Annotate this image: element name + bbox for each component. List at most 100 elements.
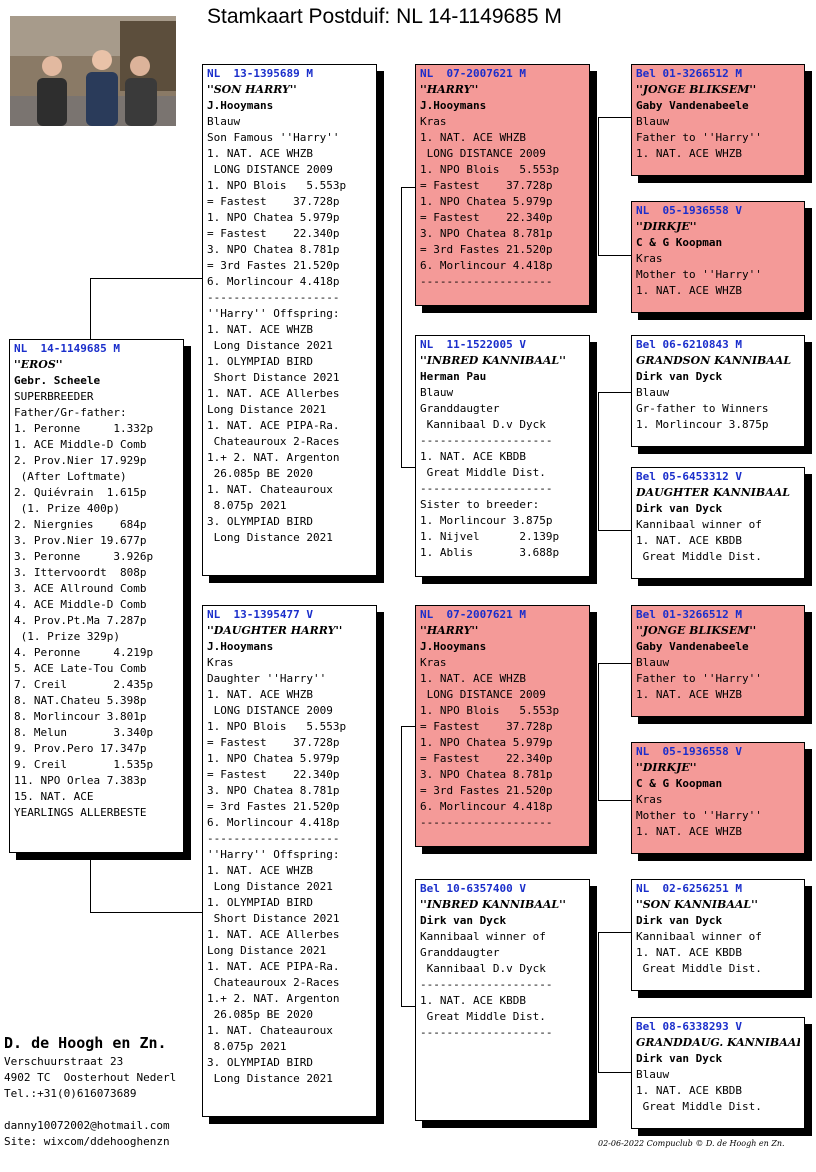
connector (401, 467, 418, 468)
pedigree-line: Chateauroux 2-Races (207, 435, 340, 448)
pedigree-line: 26.085p BE 2020 (207, 1008, 313, 1021)
ring-number: NL 05-1936558 V (636, 204, 742, 217)
pedigree-line: 1.+ 2. NAT. Argenton (207, 451, 340, 464)
pedigree-line: Short Distance 2021 (207, 912, 340, 925)
connector (90, 278, 204, 279)
connector (598, 800, 633, 801)
ring-number: NL 07-2007621 M (420, 608, 526, 621)
breeder-name: C & G Koopman (636, 236, 723, 249)
ring-number: Bel 06-6210843 M (636, 338, 742, 351)
pigeon-name: ''HARRY'' (420, 624, 479, 637)
pedigree-line: -------------------- (207, 832, 340, 845)
pedigree-line: 1. NAT. ACE WHZB (420, 131, 526, 144)
pedigree-line: 8. Melun 3.340p (14, 726, 154, 739)
connector (401, 726, 402, 1006)
pedigree-line: 1. NAT. ACE WHZB (636, 284, 742, 297)
pedigree-line: Kannibaal D.v Dyck (420, 418, 546, 431)
pedigree-line: LONG DISTANCE 2009 (207, 163, 333, 176)
connector (598, 663, 633, 664)
pedigree-line: ''Harry'' Offspring: (207, 848, 340, 861)
pedigree-line: (1. Prize 400p) (14, 502, 120, 515)
pigeon-name: GRANDSON KANNIBAAL (636, 354, 792, 367)
breeder-name: Dirk van Dyck (420, 914, 507, 927)
pedigree-line: -------------------- (420, 1026, 553, 1039)
pedigree-line: Short Distance 2021 (207, 371, 340, 384)
connector (598, 392, 599, 530)
pigeon-name: ''SON KANNIBAAL'' (636, 898, 758, 911)
pedigree-line: 2. Quiévrain 1.615p (14, 486, 147, 499)
loft-name: D. de Hoogh en Zn. (4, 1034, 167, 1052)
pigeon-name: ''INBRED KANNIBAAL'' (420, 354, 566, 367)
pedigree-line: Blauw (636, 386, 670, 399)
ring-number: Bel 10-6357400 V (420, 882, 526, 895)
pedigree-line: 3. OLYMPIAD BIRD (207, 515, 313, 528)
pedigree-line: 1. Morlincour 3.875p (636, 418, 769, 431)
pedigree-line: = Fastest 22.340p (420, 752, 553, 765)
pedigree-line: Granddaugter (420, 946, 500, 959)
pigeon-name: ''JONGE BLIKSEM'' (636, 83, 757, 96)
pedigree-line: Great Middle Dist. (636, 962, 762, 975)
pedigree-line: 1. NAT. ACE KBDB (636, 1084, 742, 1097)
pedigree-line: 3. Ittervoordt 808p (14, 566, 147, 579)
pedigree-line: 1. NAT. ACE PIPA-Ra. (207, 960, 340, 973)
pedigree-line: 8.075p 2021 (207, 1040, 287, 1053)
pedigree-line: 3. NPO Chatea 8.781p (420, 768, 553, 781)
pedigree-line: 1. NPO Chatea 5.979p (420, 736, 553, 749)
connector (90, 857, 91, 912)
pedigree-line: Kras (420, 656, 447, 669)
pedigree-line: 1. NAT. ACE PIPA-Ra. (207, 419, 340, 432)
pedigree-line: 4. Peronne 4.219p (14, 646, 154, 659)
connector (598, 117, 633, 118)
pedigree-line: 1. NAT. ACE Allerbes (207, 928, 340, 941)
pigeon-card-sire-dam[interactable]: NL 11-1522005 V''INBRED KANNIBAAL''Herma… (415, 335, 590, 577)
connector (401, 726, 418, 727)
pedigree-line: Son Famous ''Harry'' (207, 131, 340, 144)
pedigree-line: Great Middle Dist. (636, 550, 762, 563)
pedigree-line: 1. NAT. ACE Allerbes (207, 387, 340, 400)
connector (598, 932, 599, 1072)
pedigree-line: LONG DISTANCE 2009 (207, 704, 333, 717)
pedigree-line: Blauw (420, 386, 454, 399)
pedigree-line: Daughter ''Harry'' (207, 672, 327, 685)
loft-address: Verschuurstraat 23 (4, 1055, 124, 1068)
pigeon-card-dam-sire-sire[interactable]: Bel 01-3266512 M''JONGE BLIKSEM''Gaby Va… (631, 605, 805, 717)
pedigree-line: -------------------- (420, 978, 553, 991)
loft-website[interactable]: Site: wixcom/ddehooghenzn (4, 1135, 170, 1148)
pedigree-line: = Fastest 37.728p (207, 195, 340, 208)
pedigree-line: 2. Prov.Nier 17.929p (14, 454, 147, 467)
breeder-name: J.Hooymans (420, 640, 487, 653)
connector (598, 392, 633, 393)
pigeon-card-sire-sire-sire[interactable]: Bel 01-3266512 M''JONGE BLIKSEM''Gaby Va… (631, 64, 805, 176)
pedigree-line: = Fastest 37.728p (420, 720, 553, 733)
pedigree-line: 1. NAT. ACE WHZB (207, 688, 313, 701)
pedigree-line: Mother to ''Harry'' (636, 809, 762, 822)
pedigree-line: Father to ''Harry'' (636, 131, 762, 144)
pigeon-card-dam-dam[interactable]: Bel 10-6357400 V''INBRED KANNIBAAL''Dirk… (415, 879, 590, 1121)
pedigree-line: 3. Prov.Nier 19.677p (14, 534, 147, 547)
pedigree-line: Father/Gr-father: (14, 406, 127, 419)
pedigree-line: 8.075p 2021 (207, 499, 287, 512)
pedigree-line: 1. NAT. ACE WHZB (636, 147, 742, 160)
pedigree-line: 3. OLYMPIAD BIRD (207, 1056, 313, 1069)
ring-number: NL 05-1936558 V (636, 745, 742, 758)
pigeon-card-dam[interactable]: NL 13-1395477 V''DAUGHTER HARRY''J.Hooym… (202, 605, 377, 1117)
pigeon-name: GRANDDAUG. KANNIBAAL (636, 1036, 800, 1049)
pigeon-name: ''DIRKJE'' (636, 220, 697, 233)
pedigree-line: 5. ACE Late-Tou Comb (14, 662, 147, 675)
page-title: Stamkaart Postduif: NL 14-1149685 M (207, 5, 562, 28)
ring-number: NL 13-1395477 V (207, 608, 313, 621)
pigeon-card-dam-dam-sire[interactable]: NL 02-6256251 M''SON KANNIBAAL''Dirk van… (631, 879, 805, 991)
pedigree-line: (After Loftmate) (14, 470, 127, 483)
pedigree-line: Kannibaal winner of (420, 930, 546, 943)
pedigree-line: Great Middle Dist. (636, 1100, 762, 1113)
loft-email[interactable]: danny10072002@hotmail.com (4, 1119, 170, 1132)
